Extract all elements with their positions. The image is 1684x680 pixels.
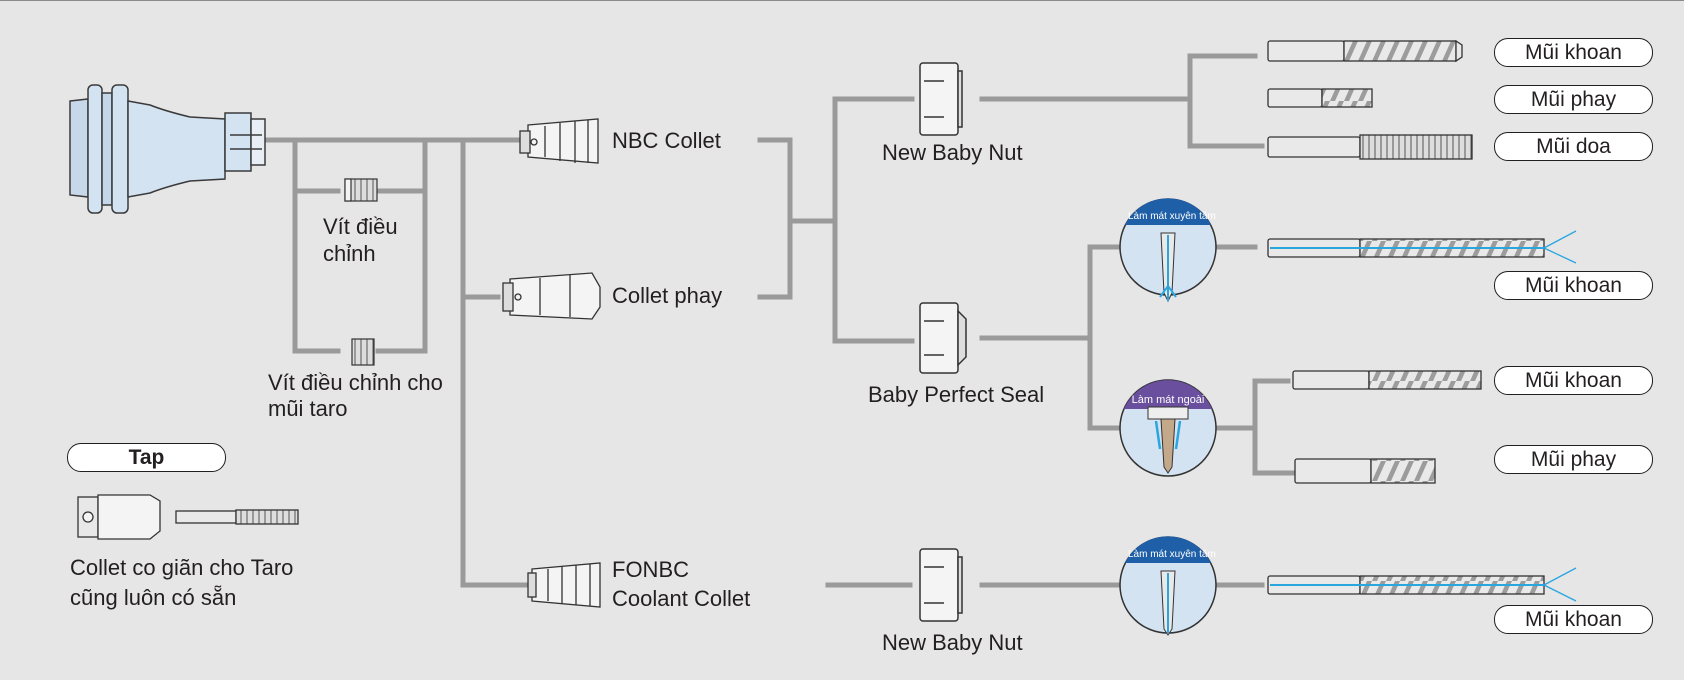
tap-pill: Tap <box>67 443 226 472</box>
adjusting-screw-label-line1: Vít điều <box>323 214 398 239</box>
adjusting-screw-icon <box>344 178 378 202</box>
baby-perfect-seal-label: Baby Perfect Seal <box>868 382 1045 407</box>
milling-collet-icon <box>502 272 601 320</box>
tap-adjusting-screw-icon <box>351 338 375 366</box>
reamer-icon <box>1267 134 1473 160</box>
baby-perfect-seal-icon <box>919 302 967 374</box>
new-baby-nut-label-top: New Baby Nut <box>882 140 1023 165</box>
new-baby-nut-label-bottom: New Baby Nut <box>882 630 1023 655</box>
fonbc-coolant-collet-icon <box>527 562 601 608</box>
nbc-collet-icon <box>519 118 599 164</box>
fonbc-label-line2: Coolant Collet <box>612 586 751 611</box>
coolant-through-badge-2: Làm mát xuyên tâm <box>1128 549 1216 560</box>
coolant-drill-icon-2 <box>1267 567 1577 602</box>
reamer-pill: Mũi doa <box>1494 132 1653 161</box>
tap-tool-icon <box>175 509 299 525</box>
drill-pill-1: Mũi khoan <box>1494 38 1653 67</box>
endmill-pill-2: Mũi phay <box>1494 445 1653 474</box>
endmill-pill-1: Mũi phay <box>1494 85 1653 114</box>
drill-icon-1 <box>1267 39 1463 63</box>
coolant-through-badge-1: Làm mát xuyên tâm <box>1128 211 1216 222</box>
tap-collet-note-line2: cũng luôn có sẵn <box>70 585 237 610</box>
drill-icon-2 <box>1292 370 1482 390</box>
coolant-drill-icon-1 <box>1267 230 1577 264</box>
tool-holder-icon <box>69 84 266 214</box>
new-baby-nut-icon-2 <box>919 548 963 622</box>
nbc-collet-label: NBC Collet <box>612 128 721 153</box>
tap-screw-label-line2: mũi taro <box>268 396 348 421</box>
drill-pill-3: Mũi khoan <box>1494 366 1653 395</box>
collet-phay-label: Collet phay <box>612 283 723 308</box>
tap-collet-icon <box>77 494 161 540</box>
coolant-external-badge: Làm mát ngoài <box>1131 394 1205 406</box>
new-baby-nut-icon <box>919 62 963 136</box>
coolant-external-circle <box>1119 379 1217 477</box>
coolant-through-circle-1 <box>1119 198 1217 303</box>
endmill-icon-1 <box>1267 88 1373 108</box>
fonbc-label-line1: FONBC <box>612 557 689 582</box>
connector-lines <box>263 53 1295 588</box>
endmill-icon-2 <box>1294 458 1436 484</box>
tap-screw-label-line1: Vít điều chỉnh cho <box>268 370 443 395</box>
drill-pill-2: Mũi khoan <box>1494 271 1653 300</box>
adjusting-screw-label-line2: chỉnh <box>323 241 376 266</box>
drill-pill-4: Mũi khoan <box>1494 605 1653 634</box>
tap-collet-note-line1: Collet co giãn cho Taro <box>70 555 294 580</box>
coolant-through-circle-2 <box>1119 536 1217 636</box>
